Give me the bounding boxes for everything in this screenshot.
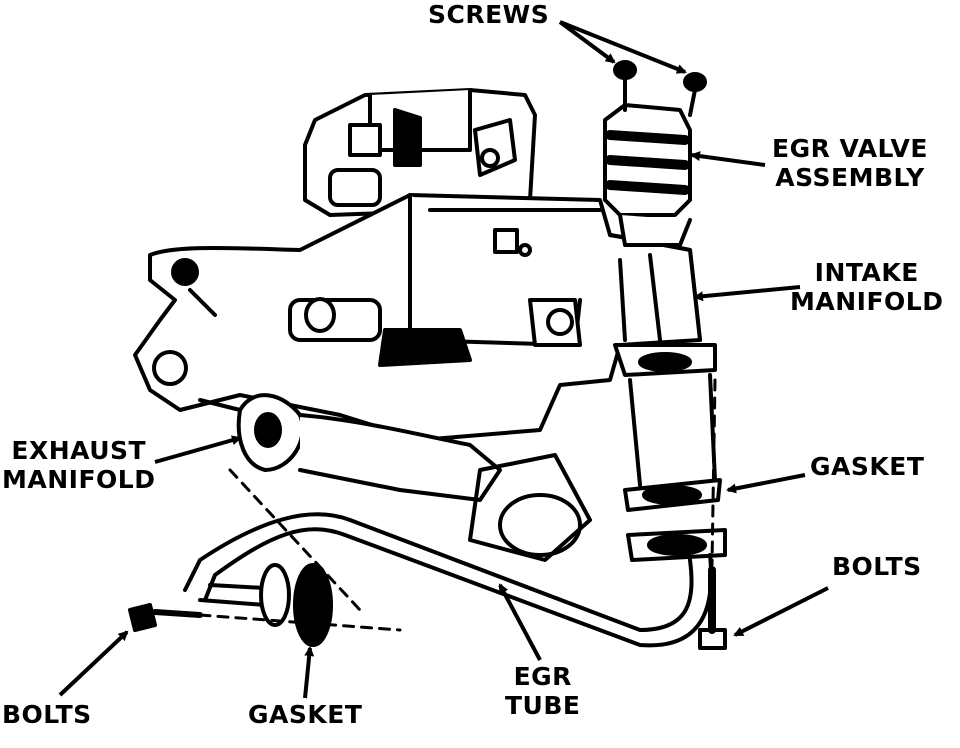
label-screws: SCREWS — [428, 0, 550, 29]
arrow-screw-2 — [559, 20, 687, 74]
arrow-bolts-right — [733, 586, 829, 637]
arrow-screw-1 — [558, 20, 616, 64]
intake-manifold — [133, 193, 702, 442]
arrow-exhaust-manifold — [154, 435, 242, 464]
bolt-right — [698, 566, 727, 650]
egr-valve-assembly — [603, 60, 707, 247]
label-intake-manifold: INTAKE MANIFOLD — [790, 258, 944, 316]
egr-spacer — [613, 343, 727, 562]
label-bolts-right: BOLTS — [832, 552, 922, 581]
label-gasket-right: GASKET — [810, 452, 925, 481]
arrow-egr-valve — [690, 151, 766, 167]
label-exhaust-manifold: EXHAUST MANIFOLD — [2, 436, 156, 494]
arrow-bolts-left — [58, 630, 129, 697]
arrow-gasket-left — [303, 646, 315, 699]
bolt-left — [128, 603, 203, 632]
label-egr-tube: EGR TUBE — [505, 662, 581, 720]
arrow-gasket-right — [726, 473, 806, 494]
label-egr-valve-assembly: EGR VALVE ASSEMBLY — [772, 134, 928, 192]
label-bolts-left: BOLTS — [2, 700, 92, 729]
egr-tube-flange — [259, 453, 592, 647]
arrow-egr-tube — [498, 583, 542, 661]
label-gasket-left: GASKET — [248, 700, 363, 729]
exhaust-manifold — [198, 393, 502, 502]
arrow-intake-manifold — [693, 285, 801, 302]
carburetor — [303, 88, 537, 217]
